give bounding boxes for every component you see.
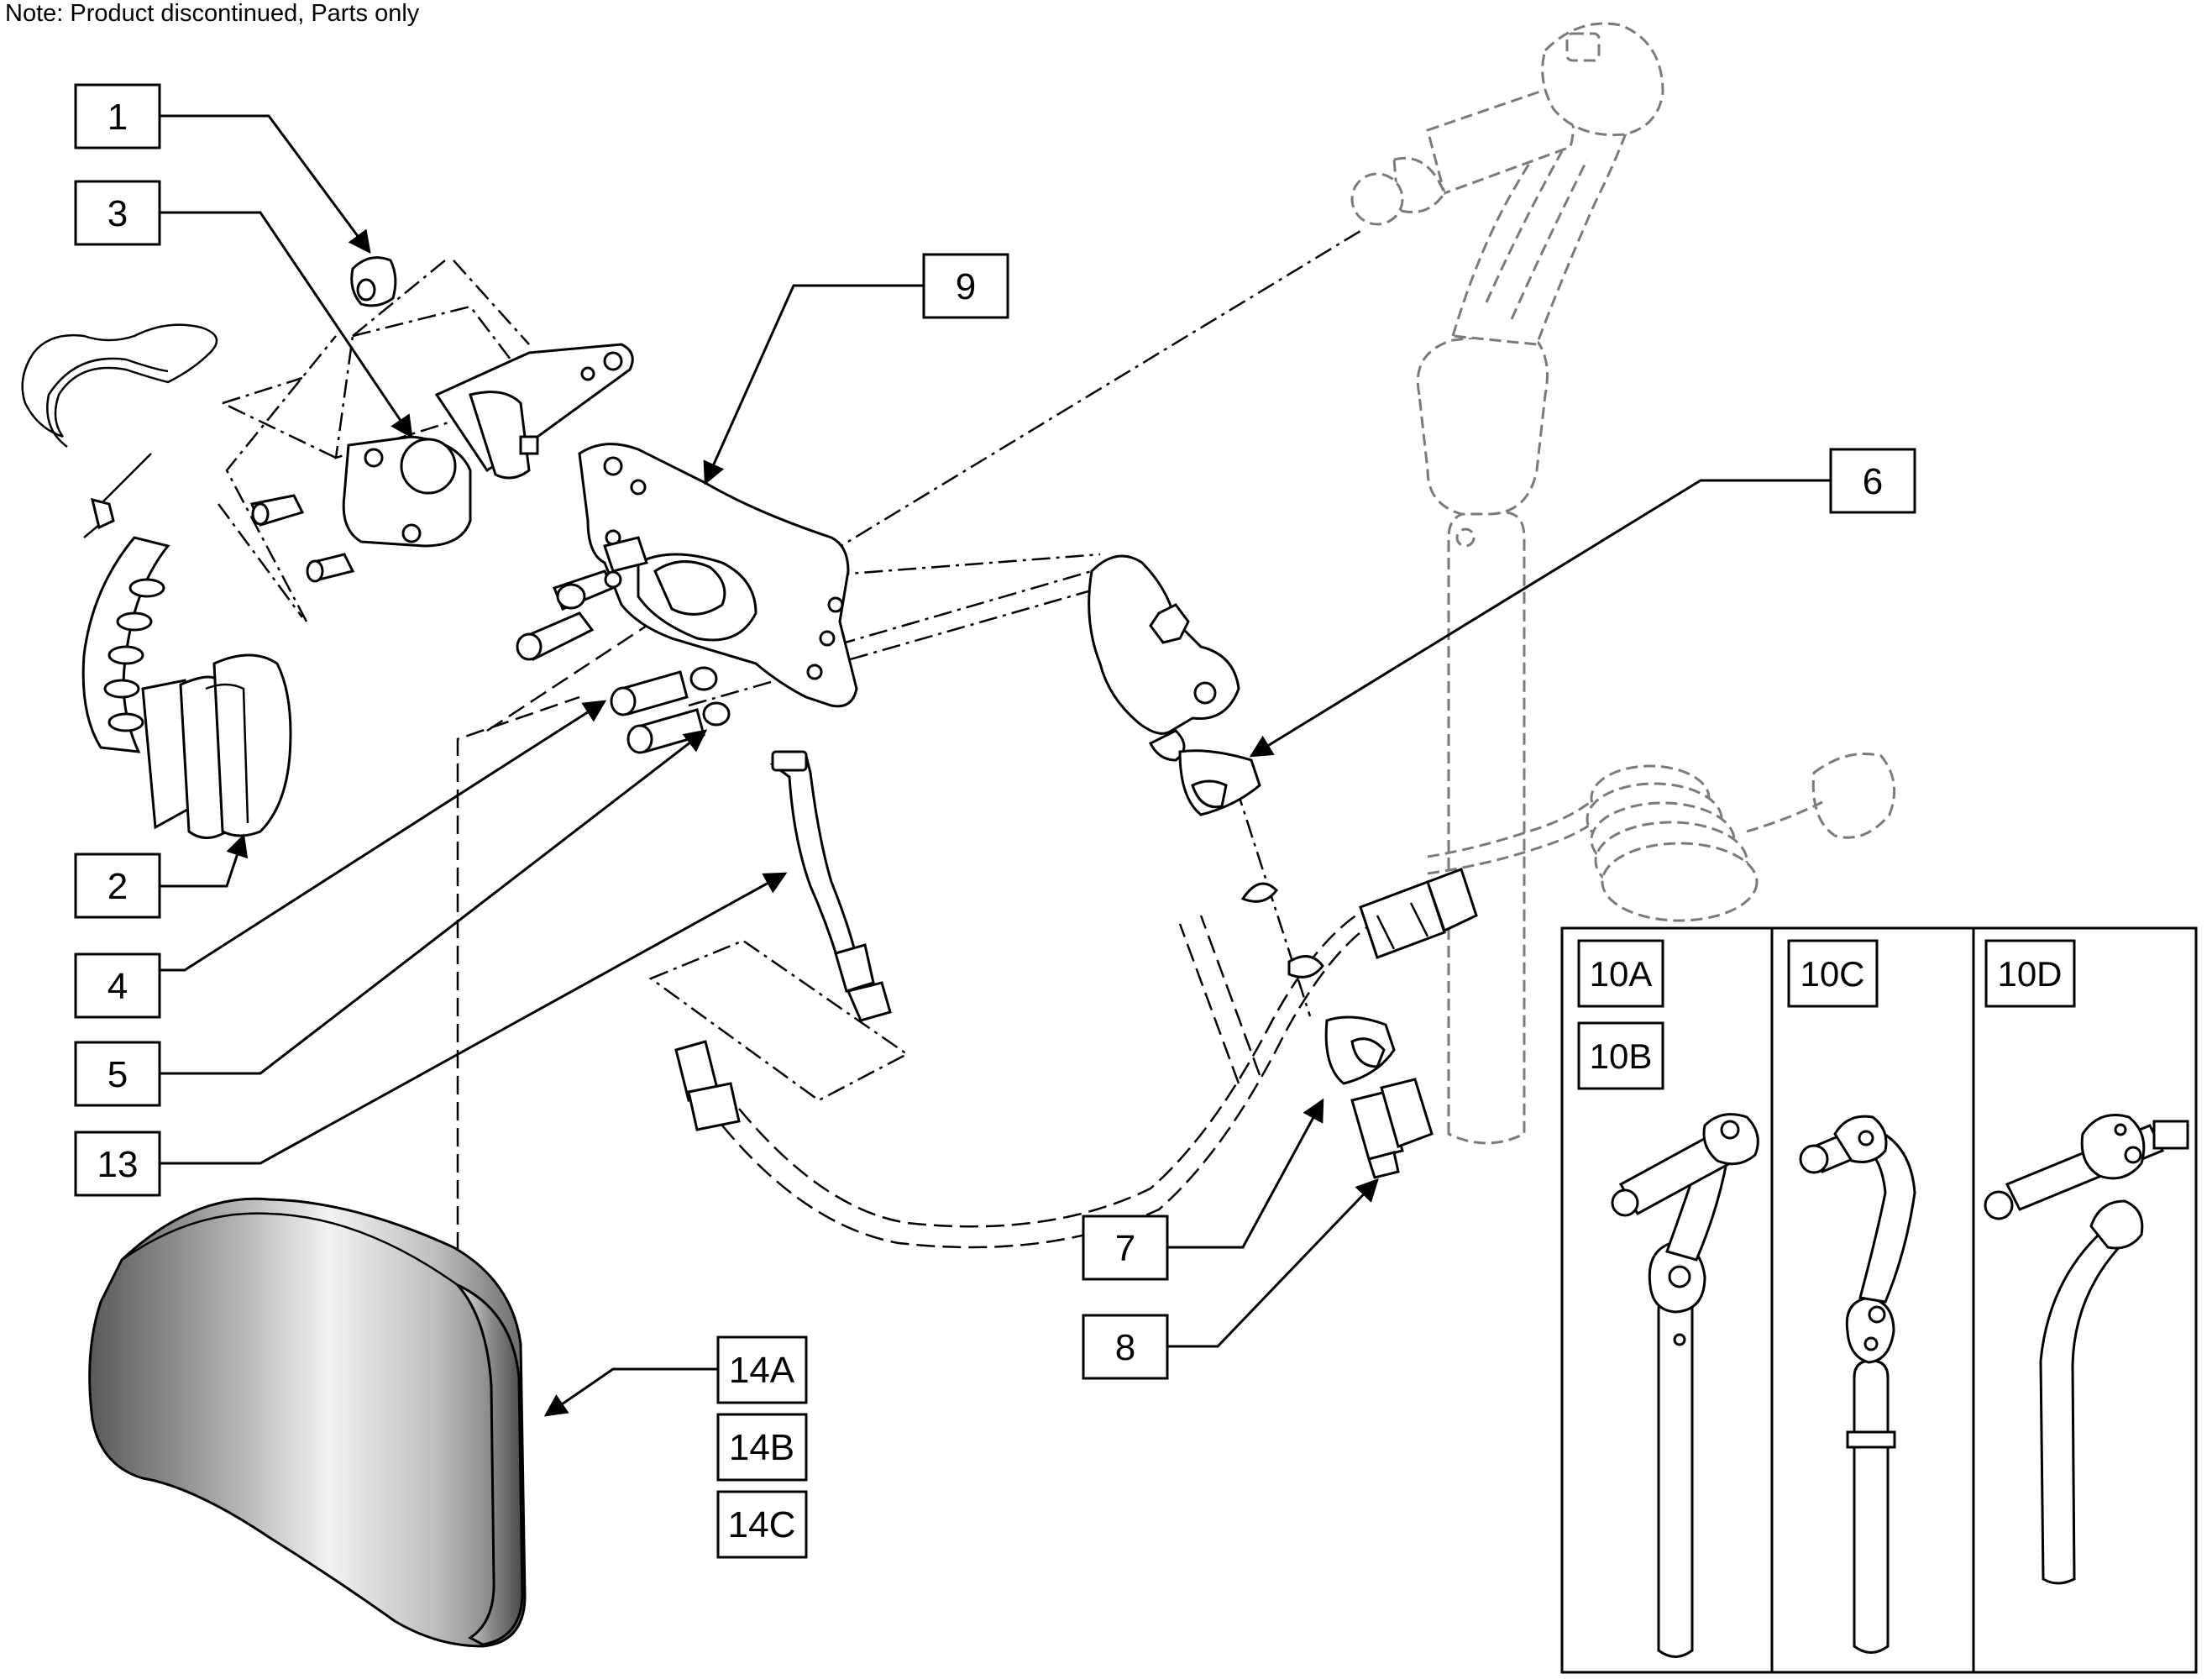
leader-lines [160, 114, 1831, 1417]
variant-label-10b: 10B [1577, 1021, 1664, 1090]
callout-14c: 14C [716, 1490, 808, 1559]
callout-9: 9 [922, 253, 1009, 319]
mounting-plate-part-9 [516, 443, 858, 708]
head-pad-part-14 [88, 1197, 527, 1648]
svg-text:4: 4 [107, 966, 128, 1007]
cable-connector [1359, 868, 1478, 959]
svg-text:8: 8 [1115, 1327, 1135, 1368]
svg-text:13: 13 [97, 1144, 139, 1185]
svg-text:10B: 10B [1590, 1036, 1653, 1076]
svg-text:10A: 10A [1590, 954, 1653, 994]
svg-text:10D: 10D [1997, 954, 2062, 994]
clamp-parts-6-7-8 [1088, 554, 1434, 1179]
svg-text:1: 1 [107, 97, 128, 138]
callout-14a: 14A [716, 1335, 808, 1404]
variant-label-10d: 10D [1984, 939, 2076, 1008]
svg-text:2: 2 [107, 866, 128, 907]
svg-text:14A: 14A [729, 1350, 795, 1391]
svg-text:5: 5 [107, 1054, 128, 1095]
variant-10c-drawing [1799, 1115, 1916, 1654]
callout-14b: 14B [716, 1413, 808, 1482]
cap-part-1 [350, 256, 397, 307]
callout-7: 7 [1082, 1215, 1169, 1281]
svg-text:14B: 14B [729, 1427, 794, 1468]
variant-label-10a: 10A [1577, 939, 1664, 1008]
screws-parts-4-5 [610, 666, 731, 754]
discontinued-note: Note: Product discontinued, Parts only [5, 0, 420, 27]
emu-switch-assembly [21, 323, 292, 839]
svg-text:10C: 10C [1800, 954, 1864, 994]
hose-fitting-part-13 [674, 750, 892, 1131]
variant-10a-10b-drawing [1611, 1113, 1759, 1658]
svg-text:3: 3 [107, 193, 128, 234]
clamp-part-3 [249, 343, 634, 583]
variant-panel [1560, 926, 2198, 1674]
callout-4: 4 [74, 952, 161, 1019]
callout-13: 13 [74, 1131, 161, 1197]
svg-text:6: 6 [1863, 461, 1883, 502]
callout-3: 3 [74, 180, 161, 246]
callout-2: 2 [74, 853, 161, 919]
callout-5: 5 [74, 1041, 161, 1107]
variant-label-10c: 10C [1787, 939, 1879, 1008]
callout-1: 1 [74, 83, 161, 150]
svg-text:9: 9 [956, 266, 976, 307]
ghost-mount-hardware [1350, 22, 1896, 1145]
callout-8: 8 [1082, 1314, 1169, 1380]
svg-text:7: 7 [1115, 1228, 1135, 1269]
svg-text:14C: 14C [728, 1504, 796, 1545]
callout-6: 6 [1829, 448, 1916, 514]
variant-10d-drawing [1984, 1114, 2189, 1585]
